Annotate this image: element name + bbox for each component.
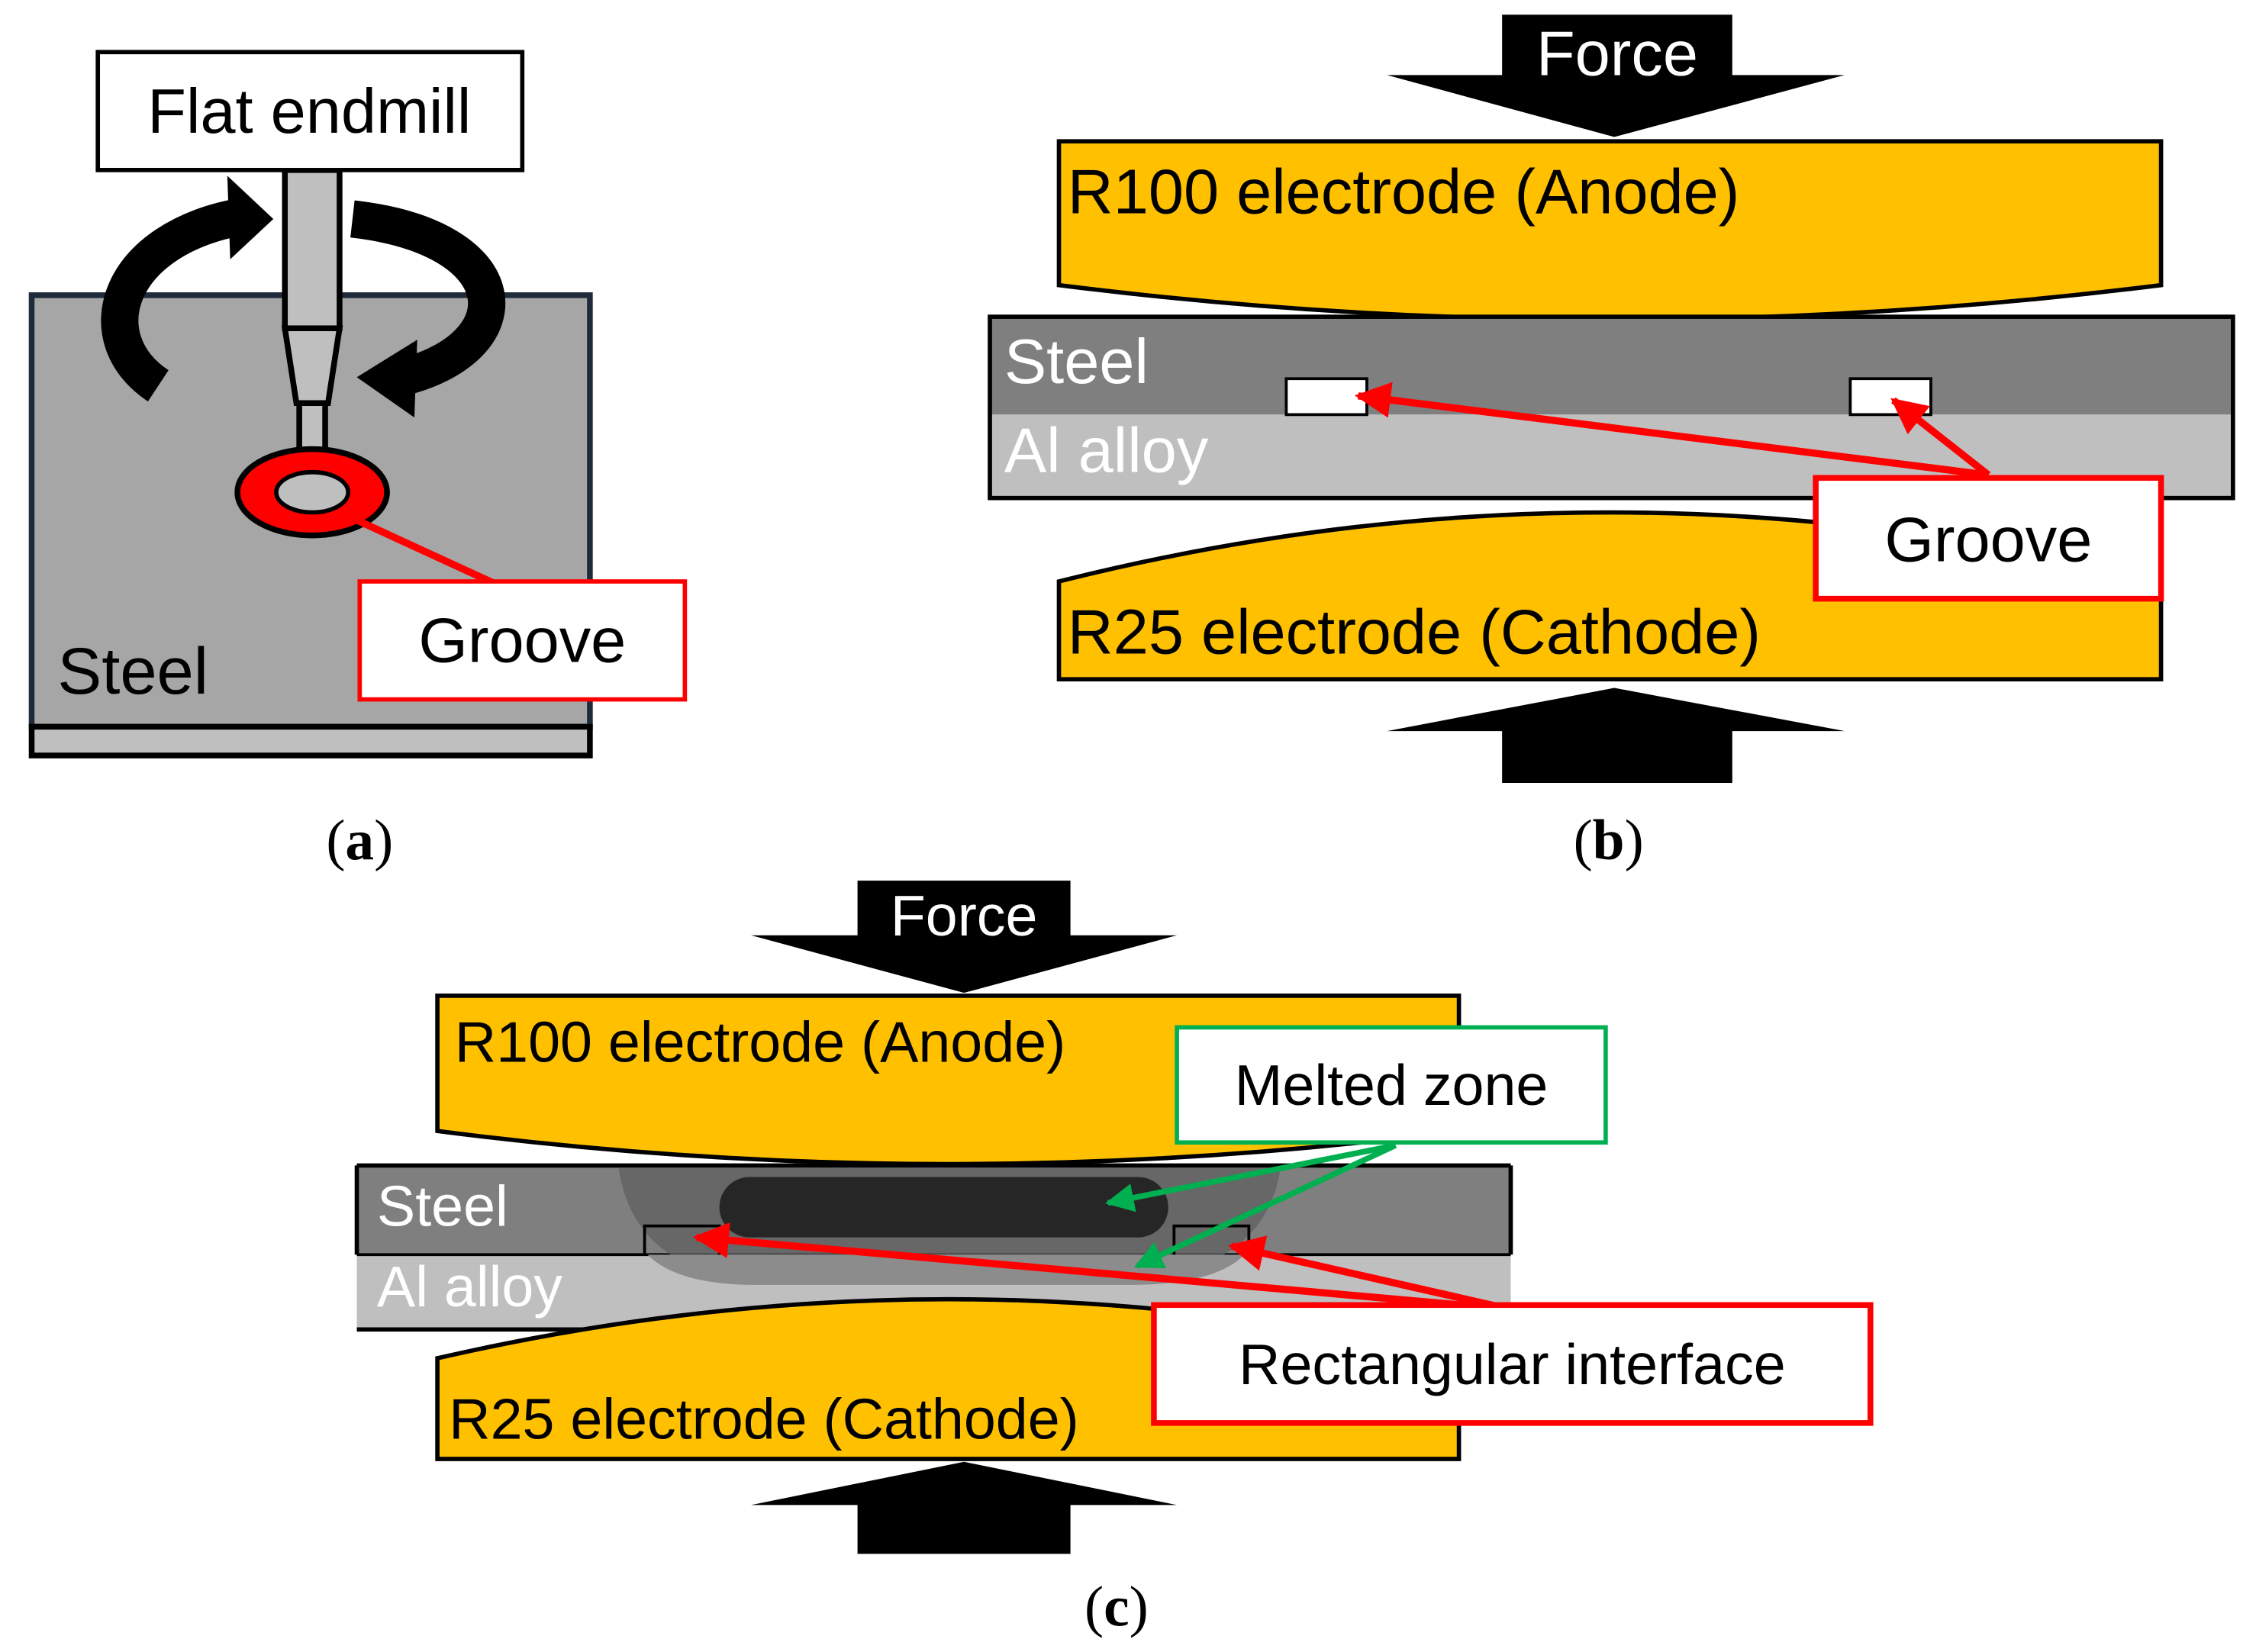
groove-pointer-left (1354, 382, 1989, 479)
panel-c: Force R100 electrode (Anode) Steel Al al… (354, 881, 1874, 1639)
anode-label: R100 electrode (Anode) (1068, 156, 1740, 227)
groove-label: Groove (1884, 504, 2092, 575)
force-label: Force (891, 884, 1038, 948)
groove-pointer-line (350, 514, 498, 588)
rotation-arrowhead-back-icon (227, 176, 274, 259)
tool-label-box (95, 50, 525, 172)
caption-b: (b) (1574, 809, 1644, 872)
melted-label: Melted zone (1235, 1053, 1549, 1117)
endmill-shank (282, 167, 343, 331)
interface-pointer-right (1228, 1235, 1512, 1313)
cathode-label: R25 electrode (Cathode) (449, 1387, 1079, 1451)
interface-label: Rectangular interface (1239, 1332, 1786, 1396)
steel-label: Steel (57, 635, 208, 708)
interface-label-box (1151, 1302, 1874, 1426)
sheet-stack-outline (988, 314, 2235, 501)
steel-label: Steel (1004, 326, 1149, 397)
anode-label: R100 electrode (Anode) (455, 1010, 1065, 1074)
force-arrow-up-icon (751, 1461, 1178, 1554)
panel-a: Flat endmill Groove Steel (a) (28, 50, 688, 872)
al-side-zone (647, 1254, 1245, 1285)
al-alloy-label: Al alloy (1004, 415, 1209, 486)
endmill-neck (281, 325, 343, 407)
melted-label-box (1175, 1025, 1608, 1145)
groove-label-box (1813, 475, 2164, 602)
force-label: Force (1536, 18, 1698, 89)
steel-sheet (990, 317, 2233, 415)
melted-pointer-2 (1133, 1142, 1397, 1269)
groove-label-box (357, 579, 688, 702)
steel-label: Steel (377, 1174, 508, 1238)
caption-a: (a) (326, 809, 393, 872)
rotation-arrowhead-front-icon (356, 340, 417, 418)
rotation-arrow-back-icon (101, 198, 248, 402)
force-arrow-up-icon (1387, 688, 1845, 783)
steel-plate-edge (28, 723, 593, 758)
caption-c: (c) (1084, 1576, 1149, 1639)
groove-center (274, 469, 351, 515)
groove-label: Groove (418, 605, 626, 676)
force-arrow-down-icon (1387, 14, 1845, 137)
melted-pointer-1 (1104, 1142, 1397, 1212)
cathode-label: R25 electrode (Cathode) (1068, 596, 1761, 667)
interface-pointer-left (692, 1222, 1511, 1313)
groove-right (1848, 377, 1932, 417)
tool-label: Flat endmill (147, 76, 471, 147)
groove-left (1284, 377, 1368, 417)
groove-pointer-right (1890, 397, 1991, 478)
panel-b: Force R100 electrode (Anode) Steel Al al… (988, 14, 2235, 872)
force-arrow-down-icon (751, 881, 1178, 993)
melted-zone (719, 1177, 1168, 1238)
al-alloy-label: Al alloy (377, 1254, 562, 1319)
rotation-arrow-front-icon (350, 200, 506, 396)
